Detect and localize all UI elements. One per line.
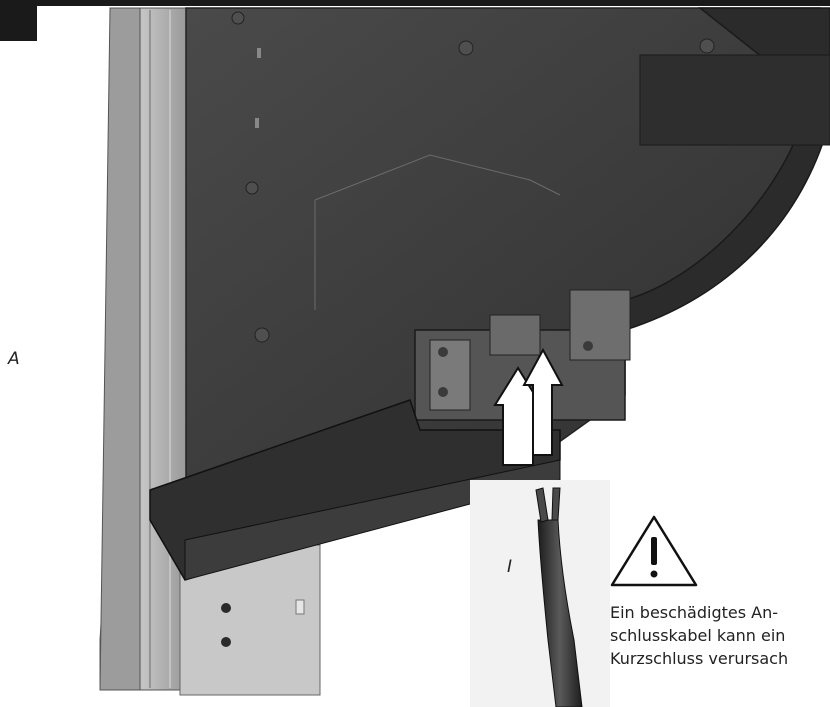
rail-hole	[221, 637, 231, 647]
position-label-a: A	[8, 349, 20, 369]
page-tab	[0, 0, 37, 41]
top-rule	[0, 0, 830, 6]
warning-text: Ein beschädigtes An- schlusskabel kann e…	[610, 601, 830, 670]
screw-icon	[231, 11, 245, 25]
arrow-up-icon	[522, 347, 564, 456]
connection-cable	[470, 480, 610, 707]
position-label-i: I	[507, 557, 513, 577]
warning-line: Kurzschluss verursach	[610, 649, 789, 668]
screw-icon	[458, 40, 474, 56]
screw-icon	[245, 181, 259, 195]
screw-icon	[699, 38, 715, 54]
warning-line: schlusskabel kann ein	[610, 626, 786, 645]
insertion-arrows	[493, 347, 564, 466]
housing-base	[149, 399, 561, 581]
warning-triangle-icon	[610, 515, 698, 587]
motor-housing	[185, 7, 830, 501]
warning-line: Ein beschädigtes An-	[610, 603, 779, 622]
screw-icon	[254, 327, 270, 343]
rail-hole	[221, 603, 231, 613]
